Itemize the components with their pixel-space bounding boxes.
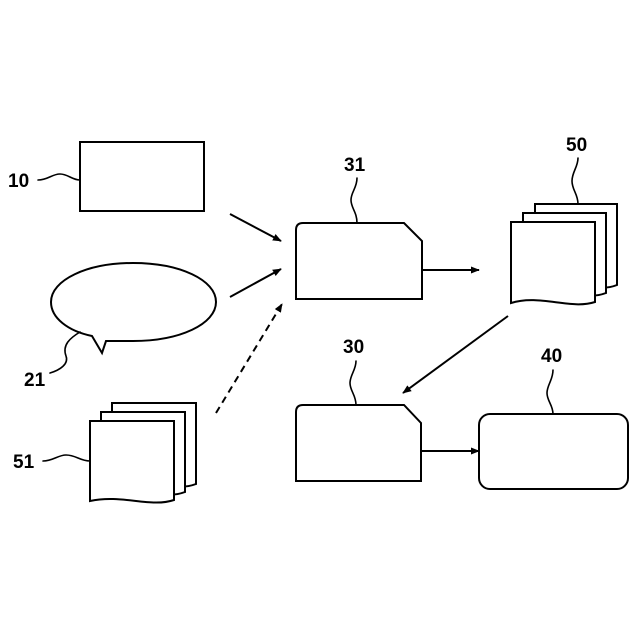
leader-10 bbox=[38, 174, 80, 180]
label-10: 10 bbox=[8, 171, 29, 192]
box-40 bbox=[479, 414, 628, 489]
arrow-50-to-30 bbox=[403, 316, 508, 393]
leader-40 bbox=[547, 370, 553, 414]
arrow-10-to-31 bbox=[230, 214, 281, 241]
speech-bubble-21 bbox=[51, 263, 216, 353]
leader-50 bbox=[572, 158, 578, 204]
box-10 bbox=[80, 142, 204, 211]
label-31: 31 bbox=[344, 155, 366, 176]
arrow-51-to-31-dashed bbox=[216, 304, 282, 413]
element-40: 40 bbox=[479, 346, 628, 489]
stack-50-front bbox=[511, 222, 595, 304]
element-50: 50 bbox=[511, 135, 617, 304]
box-30 bbox=[296, 405, 421, 481]
element-10: 10 bbox=[8, 142, 204, 211]
label-50: 50 bbox=[566, 135, 587, 156]
leader-30 bbox=[350, 361, 356, 405]
label-30: 30 bbox=[343, 337, 364, 358]
leader-21 bbox=[50, 332, 80, 373]
element-30: 30 bbox=[296, 337, 421, 481]
element-51: 51 bbox=[13, 403, 196, 503]
label-40: 40 bbox=[541, 346, 562, 367]
label-51: 51 bbox=[13, 452, 35, 473]
leader-51 bbox=[43, 455, 90, 461]
element-21: 21 bbox=[24, 263, 216, 391]
stack-51-front bbox=[90, 421, 174, 503]
arrow-21-to-31 bbox=[230, 269, 281, 297]
leader-31 bbox=[351, 178, 357, 223]
box-31 bbox=[296, 223, 422, 299]
label-21: 21 bbox=[24, 370, 46, 391]
element-31: 31 bbox=[296, 155, 422, 299]
